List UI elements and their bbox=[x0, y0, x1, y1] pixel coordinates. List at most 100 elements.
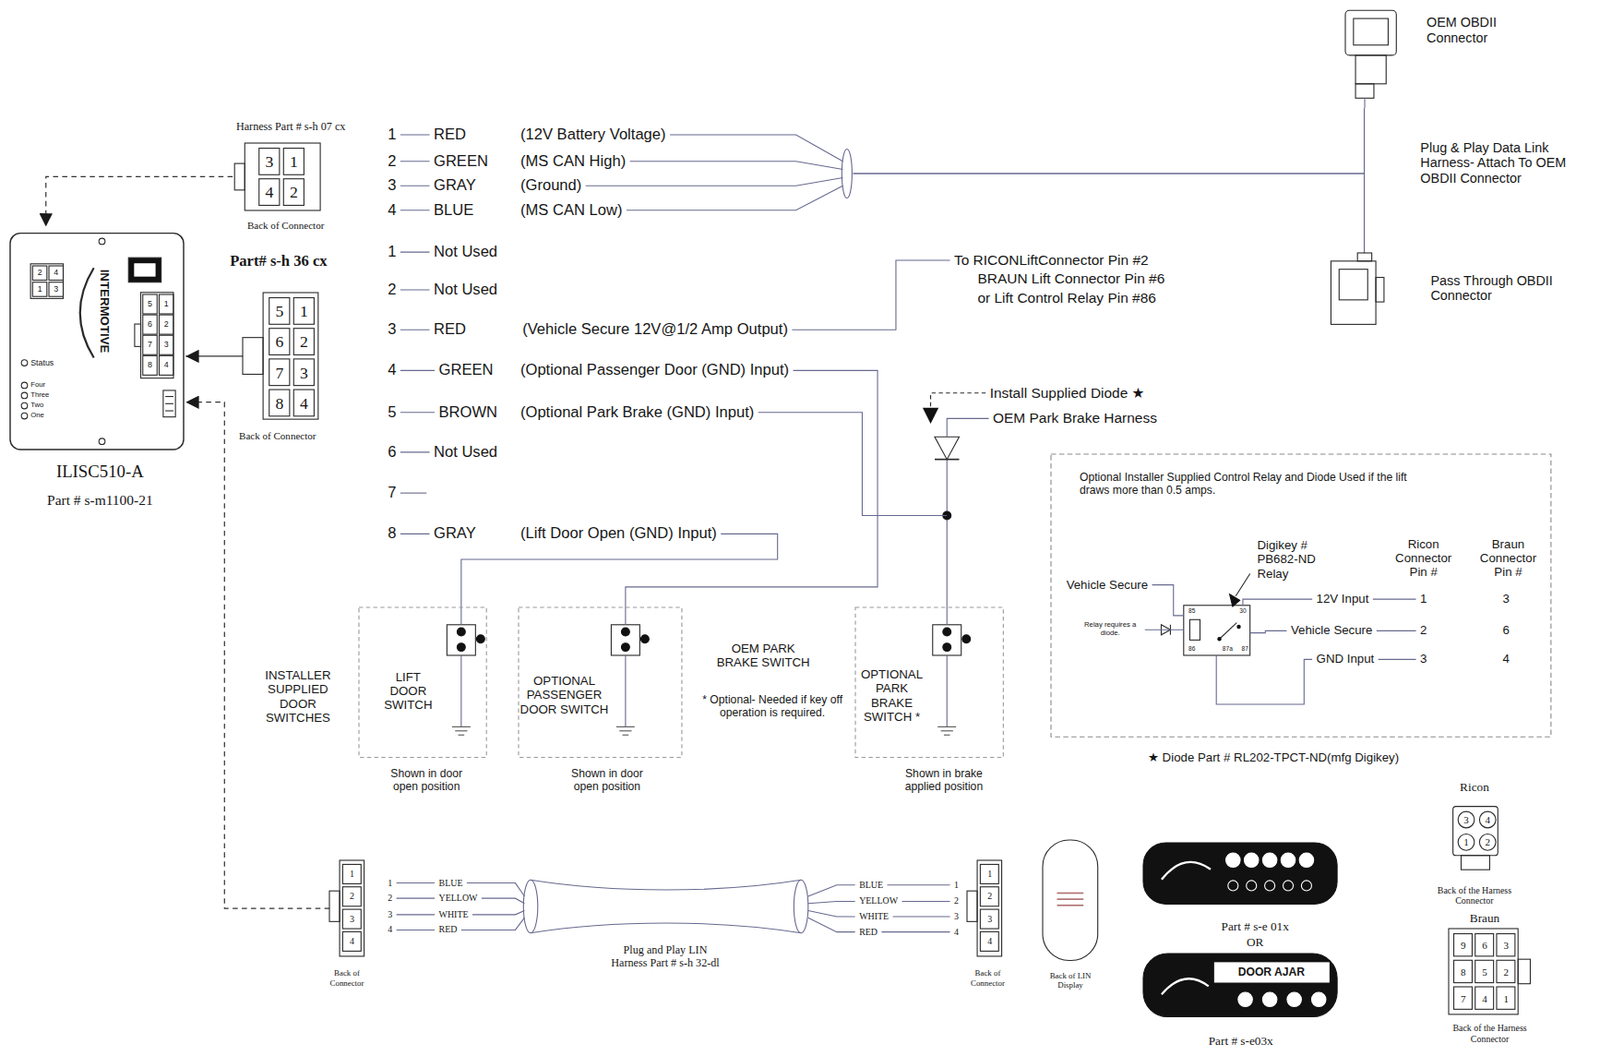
pin-cell bbox=[980, 931, 1000, 952]
node-text: Part # s-e03x bbox=[1208, 1033, 1274, 1048]
wiring-label: Install Supplied Diode ★ bbox=[990, 384, 1146, 402]
node-text: DOOR AJAR bbox=[1238, 966, 1306, 980]
wiring-label: BLUE bbox=[439, 877, 464, 888]
wiring-label: 7 bbox=[147, 339, 153, 349]
wiring-label: 3 bbox=[164, 339, 169, 349]
icon-ring bbox=[1282, 880, 1293, 891]
switch-contact bbox=[620, 643, 630, 652]
wiring-label: 2 bbox=[387, 281, 396, 299]
pin-cell bbox=[143, 334, 157, 355]
wire bbox=[1250, 630, 1288, 633]
icon-ring bbox=[1301, 880, 1312, 891]
node-text: 5 bbox=[275, 301, 285, 321]
indicator-led bbox=[1243, 852, 1258, 867]
wire bbox=[808, 909, 856, 917]
ground-symbol bbox=[619, 729, 632, 731]
pin-cell bbox=[269, 389, 290, 417]
node-text: Part # s-e 01x bbox=[1221, 919, 1290, 933]
ground-symbol bbox=[937, 726, 956, 728]
wiring-label: 2 bbox=[387, 152, 396, 170]
wiring-label: 1 bbox=[1420, 592, 1427, 607]
node-text: 5 bbox=[1481, 965, 1488, 978]
node-outline bbox=[1143, 842, 1338, 904]
indicator-led bbox=[1225, 852, 1240, 867]
mount-hole bbox=[98, 437, 106, 444]
wiring-label: 6 bbox=[1503, 623, 1510, 638]
node-text: Back of the Harness Connector bbox=[1425, 883, 1523, 906]
wiring-label: 3 bbox=[387, 908, 393, 920]
ground-symbol bbox=[943, 734, 951, 736]
pin-cell bbox=[980, 886, 1000, 907]
wire bbox=[887, 883, 951, 885]
wiring-label: Plug & Play Data Link Harness- Attach To… bbox=[1420, 140, 1584, 187]
pin-cell bbox=[158, 355, 173, 375]
wiring-label: Not Used bbox=[433, 281, 498, 299]
arrowhead bbox=[1229, 594, 1241, 607]
wiring-label: GREEN bbox=[433, 152, 489, 170]
leader-line bbox=[1235, 573, 1250, 596]
wiring-label: 87 bbox=[1241, 645, 1248, 654]
pin-cell bbox=[1454, 960, 1473, 983]
wiring-label: 87a bbox=[1222, 645, 1233, 654]
wiring-label: 6 bbox=[387, 442, 396, 461]
wiring-label: 5 bbox=[387, 403, 396, 421]
sticker-line bbox=[1057, 892, 1085, 895]
switch-contact bbox=[456, 643, 466, 652]
node-text: Part# s-h 36 cx bbox=[229, 252, 327, 271]
indicator-led bbox=[1262, 991, 1277, 1006]
node-text: 1 bbox=[1463, 835, 1469, 848]
indicator-led bbox=[1280, 852, 1295, 867]
cable-bundle bbox=[793, 879, 808, 933]
pin-cell bbox=[1475, 933, 1494, 956]
ground-wire bbox=[624, 655, 626, 727]
wiring-label: BROWN bbox=[439, 403, 499, 421]
wiring-label: RED bbox=[433, 125, 466, 144]
connector-body bbox=[977, 859, 1003, 956]
node-text: Three bbox=[30, 391, 49, 400]
node-text: 1 bbox=[289, 152, 299, 171]
pin-cell bbox=[1496, 933, 1516, 956]
wiring-label: Vehicle Secure bbox=[1066, 577, 1149, 592]
pin-cell bbox=[1454, 933, 1473, 956]
connector bbox=[185, 355, 243, 357]
wire bbox=[808, 900, 856, 903]
wiring-label: RED bbox=[439, 924, 458, 935]
connector-body bbox=[1448, 928, 1518, 1015]
node-text: 8 bbox=[275, 394, 285, 413]
wire bbox=[400, 185, 430, 187]
connector-body bbox=[262, 292, 319, 419]
pin-cell bbox=[158, 314, 173, 335]
switch-contact bbox=[943, 643, 952, 652]
wiring-label: 2 bbox=[37, 267, 43, 277]
node-text: 4 bbox=[265, 182, 275, 202]
logo-swoosh bbox=[80, 267, 95, 358]
node-text: Status bbox=[30, 358, 54, 368]
wiring-label: 1 bbox=[37, 284, 43, 294]
display-back bbox=[1042, 839, 1099, 960]
pin-cell bbox=[1496, 986, 1516, 1009]
node-text: 2 bbox=[289, 182, 299, 202]
wiring-label: 3 bbox=[954, 910, 959, 921]
wire bbox=[400, 209, 430, 211]
connector-tab bbox=[1461, 855, 1491, 870]
wire bbox=[1373, 598, 1417, 600]
node-text: 6 bbox=[1481, 939, 1488, 952]
wiring-label: (Ground) bbox=[520, 177, 582, 195]
wiring-label: 3 bbox=[1420, 652, 1427, 667]
node-text: ILISC510-A bbox=[56, 461, 144, 482]
dashed-box bbox=[1050, 453, 1552, 737]
wire bbox=[461, 917, 526, 930]
connector-body bbox=[339, 859, 365, 956]
indicator-led bbox=[1237, 991, 1252, 1006]
node-text: 3 bbox=[265, 152, 275, 171]
wiring-label: GND Input bbox=[1316, 652, 1375, 667]
node-text: 2 bbox=[299, 332, 309, 351]
connector-tab bbox=[329, 890, 340, 921]
wiring-label: OR bbox=[1246, 934, 1264, 949]
node-text: 2 bbox=[1485, 835, 1492, 848]
wiring-label: RED bbox=[859, 926, 878, 937]
pin-cell bbox=[343, 886, 362, 907]
wiring-label: BLUE bbox=[433, 201, 474, 219]
arrowhead bbox=[923, 407, 938, 422]
node-box: INTERMOTIVEStatusFourThreeTwoOneILISC510… bbox=[10, 226, 186, 460]
